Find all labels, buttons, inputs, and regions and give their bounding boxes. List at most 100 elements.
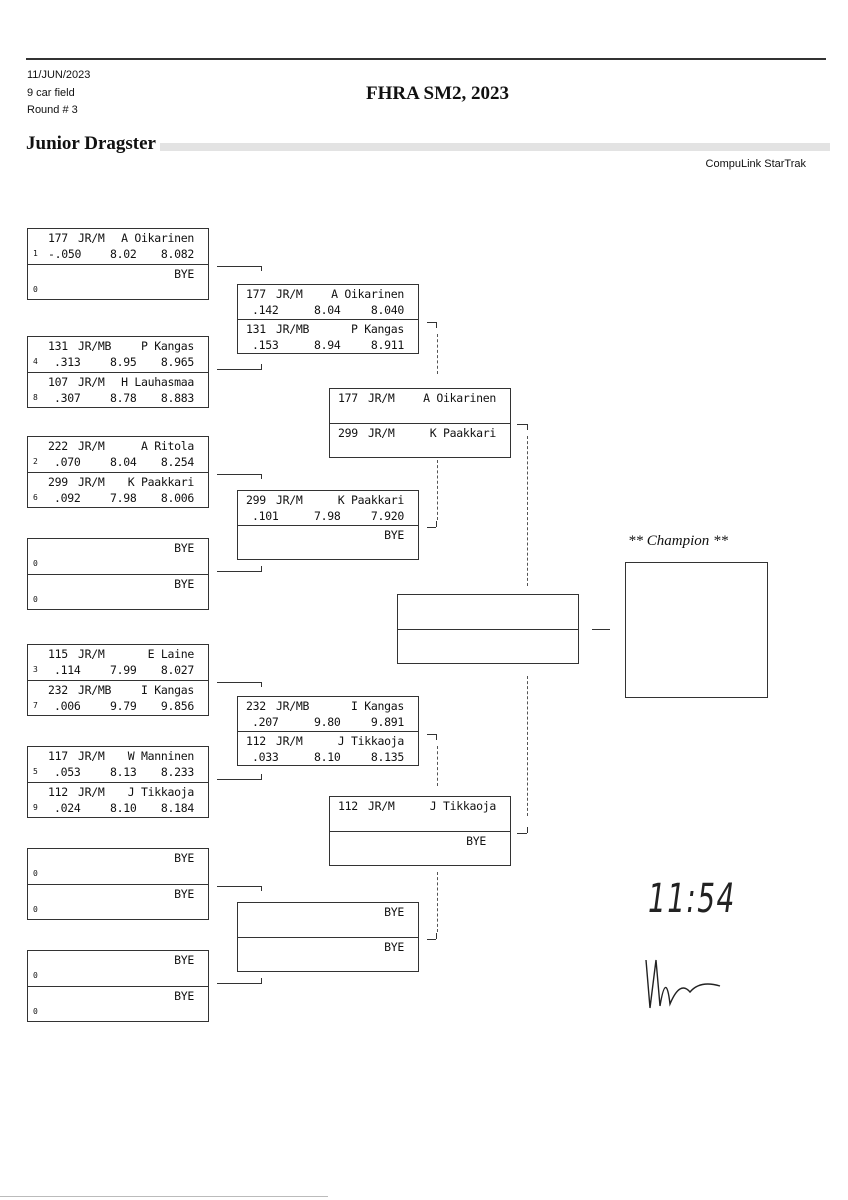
car-class: JR/M bbox=[78, 785, 105, 799]
car-class: JR/M bbox=[78, 749, 105, 763]
bye-label: BYE bbox=[174, 267, 194, 281]
lane bbox=[398, 629, 578, 664]
driver-name: A Oikarinen bbox=[331, 287, 404, 301]
speed: 8.027 bbox=[160, 663, 194, 677]
lane bbox=[398, 595, 578, 629]
driver-name: E Laine bbox=[147, 647, 195, 661]
reaction-time: .070 bbox=[54, 455, 81, 469]
seed-number: 9 bbox=[33, 803, 38, 812]
car-number: 131 bbox=[48, 339, 68, 353]
bye-label: BYE bbox=[174, 577, 194, 591]
reaction-time: .024 bbox=[54, 801, 81, 815]
connector-tick bbox=[261, 774, 262, 779]
final-connector bbox=[592, 629, 610, 630]
seed-number: 0 bbox=[33, 559, 38, 568]
car-class: JR/M bbox=[276, 493, 303, 507]
connector-tick bbox=[261, 474, 262, 479]
connector-tick bbox=[261, 978, 262, 983]
bye-label: BYE bbox=[174, 953, 194, 967]
dotted-leader bbox=[160, 143, 830, 151]
connector-tick bbox=[436, 322, 437, 328]
car-number: 232 bbox=[246, 699, 266, 713]
bye-label: BYE bbox=[384, 905, 404, 919]
seed-number: 0 bbox=[33, 285, 38, 294]
connector-line bbox=[427, 939, 436, 940]
elapsed-time: 8.04 bbox=[314, 303, 341, 317]
car-class: JR/M bbox=[368, 799, 395, 813]
car-class: JR/MB bbox=[276, 322, 310, 336]
connector-line bbox=[217, 779, 262, 780]
connector-line bbox=[517, 833, 527, 834]
bye-label: BYE bbox=[384, 940, 404, 954]
speed: 8.135 bbox=[370, 750, 404, 764]
car-class: JR/MB bbox=[78, 339, 112, 353]
elapsed-time: 9.79 bbox=[110, 699, 137, 713]
connector-line bbox=[217, 886, 262, 887]
seed-number: 5 bbox=[33, 767, 38, 776]
speed: 8.082 bbox=[160, 247, 194, 261]
car-number: 131 bbox=[246, 322, 266, 336]
car-class: JR/M bbox=[78, 475, 105, 489]
driver-name: P Kangas bbox=[141, 339, 194, 353]
connector-line bbox=[217, 983, 262, 984]
elapsed-time: 8.78 bbox=[110, 391, 137, 405]
lane: BYE bbox=[330, 831, 510, 866]
bye-label: BYE bbox=[466, 834, 486, 848]
bye-label: BYE bbox=[174, 851, 194, 865]
signature-svg bbox=[645, 959, 721, 1009]
driver-name: P Kangas bbox=[351, 322, 404, 336]
lane: BYE 0 bbox=[28, 951, 208, 986]
class-name: Junior Dragster bbox=[26, 133, 158, 155]
event-title: FHRA SM2, 2023 bbox=[366, 83, 510, 104]
seed-number: 4 bbox=[33, 357, 38, 366]
connector-line bbox=[217, 266, 262, 267]
speed: 8.006 bbox=[160, 491, 194, 505]
reaction-time: .092 bbox=[54, 491, 81, 505]
connector-dashed bbox=[437, 872, 438, 932]
reaction-time: .114 bbox=[54, 663, 81, 677]
driver-name: A Ritola bbox=[141, 439, 194, 453]
elapsed-time: 8.94 bbox=[314, 338, 341, 352]
reaction-time: .006 bbox=[54, 699, 81, 713]
connector-tick bbox=[261, 566, 262, 571]
connector-line bbox=[517, 424, 527, 425]
round-2-matchup: BYE BYE bbox=[237, 902, 419, 972]
elapsed-time: 9.80 bbox=[314, 715, 341, 729]
round-number: Round # 3 bbox=[27, 104, 78, 116]
driver-name: K Paakkari bbox=[429, 426, 497, 440]
car-class: JR/M bbox=[78, 375, 105, 389]
speed: 8.233 bbox=[160, 765, 194, 779]
connector-line bbox=[217, 571, 262, 572]
seed-number: 0 bbox=[33, 971, 38, 980]
car-class: JR/M bbox=[276, 734, 303, 748]
elapsed-time: 8.95 bbox=[110, 355, 137, 369]
car-number: 177 bbox=[48, 231, 68, 245]
car-number: 112 bbox=[338, 799, 358, 813]
connector-line bbox=[427, 527, 436, 528]
car-class: JR/M bbox=[368, 391, 395, 405]
driver-name: I Kangas bbox=[351, 699, 404, 713]
connector-tick bbox=[527, 424, 528, 430]
seed-number: 7 bbox=[33, 701, 38, 710]
car-class: JR/M bbox=[368, 426, 395, 440]
connector-tick bbox=[436, 734, 437, 740]
speed: 8.965 bbox=[160, 355, 194, 369]
driver-name: I Kangas bbox=[141, 683, 194, 697]
final-matchup bbox=[397, 594, 579, 664]
